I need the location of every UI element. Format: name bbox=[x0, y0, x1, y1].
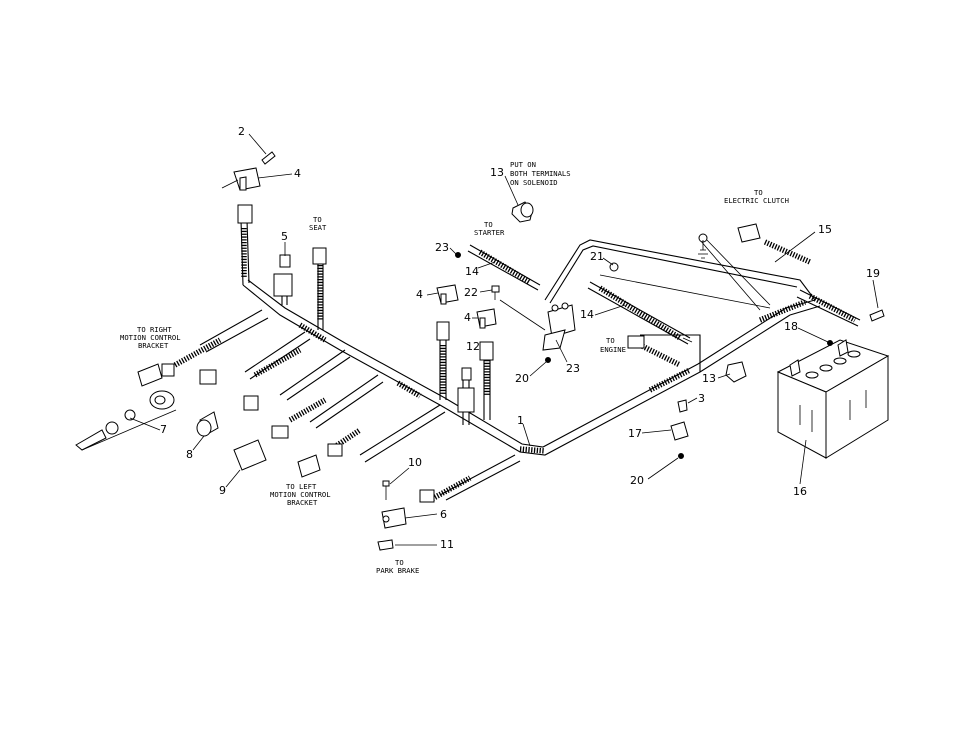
callout-13b: 13 bbox=[702, 372, 716, 385]
terminal-boot-13a bbox=[512, 202, 533, 222]
nut-23a bbox=[456, 253, 461, 258]
connector-center-b bbox=[480, 342, 493, 360]
connector-plug-left bbox=[200, 370, 216, 384]
callout-17: 17 bbox=[628, 427, 642, 440]
label-to-seat-2: SEAT bbox=[309, 223, 327, 232]
label-to-park-brake-2: PARK BRAKE bbox=[376, 566, 419, 575]
battery-16 bbox=[778, 340, 888, 458]
ground-terminals bbox=[698, 234, 708, 258]
label-to-engine-1: TO bbox=[606, 336, 615, 345]
connector-center-a bbox=[437, 322, 449, 340]
clamp-17 bbox=[671, 422, 688, 440]
callout-4a: 4 bbox=[294, 167, 301, 180]
callout-4c: 4 bbox=[464, 311, 471, 324]
nut-20b bbox=[679, 454, 684, 459]
switch-6 bbox=[382, 490, 434, 528]
callout-1: 1 bbox=[517, 414, 524, 427]
label-to-clutch-2: ELECTRIC CLUTCH bbox=[724, 196, 789, 205]
callout-6: 6 bbox=[440, 508, 447, 521]
bracket-11 bbox=[378, 540, 393, 550]
engine-connector bbox=[628, 336, 644, 348]
seat-connector bbox=[313, 248, 326, 264]
label-put-on-3: ON SOLENOID bbox=[510, 178, 558, 187]
callout-10: 10 bbox=[408, 456, 422, 469]
screw-10 bbox=[383, 481, 389, 500]
solenoid-23 bbox=[543, 303, 575, 350]
callout-11: 11 bbox=[440, 538, 454, 551]
screw-22 bbox=[492, 286, 499, 300]
label-to-starter-2: STARTER bbox=[474, 228, 505, 237]
callout-8: 8 bbox=[186, 448, 193, 461]
terminal-boot-13b bbox=[726, 362, 746, 382]
label-put-on-2: BOTH TERMINALS bbox=[510, 169, 571, 178]
screw-19 bbox=[870, 310, 884, 321]
text-labels: TO SEAT PUT ON BOTH TERMINALS ON SOLENOI… bbox=[120, 160, 789, 575]
relay-bracket-4b bbox=[437, 285, 458, 304]
fuse-5 bbox=[274, 255, 292, 296]
callout-13a: 13 bbox=[490, 166, 504, 179]
relay-bracket-4a bbox=[222, 168, 260, 190]
callout-20b: 20 bbox=[630, 474, 644, 487]
callout-12: 12 bbox=[466, 340, 480, 353]
callout-14b: 14 bbox=[580, 308, 594, 321]
callout-7: 7 bbox=[160, 423, 167, 436]
nut-20a bbox=[546, 358, 551, 363]
fuse-12 bbox=[458, 368, 474, 412]
hour-meter-8 bbox=[197, 396, 258, 436]
callout-2: 2 bbox=[238, 125, 245, 138]
connector-left-motion bbox=[298, 444, 342, 477]
callout-21: 21 bbox=[590, 250, 604, 263]
callout-23b: 23 bbox=[566, 362, 580, 375]
connector-top-left bbox=[238, 205, 252, 223]
callout-22: 22 bbox=[464, 286, 478, 299]
key-switch bbox=[76, 391, 176, 450]
callout-16: 16 bbox=[793, 485, 807, 498]
callout-15: 15 bbox=[818, 223, 832, 236]
callout-5: 5 bbox=[281, 230, 288, 243]
callout-23a: 23 bbox=[435, 241, 449, 254]
label-put-on-1: PUT ON bbox=[510, 160, 536, 169]
callout-19: 19 bbox=[866, 267, 880, 280]
screw-2 bbox=[262, 152, 275, 164]
label-to-left-3: BRACKET bbox=[287, 498, 318, 507]
callout-18: 18 bbox=[784, 320, 798, 333]
callout-20a: 20 bbox=[515, 372, 529, 385]
terminal-18 bbox=[828, 341, 833, 346]
relay-bracket-4c bbox=[477, 309, 496, 328]
label-to-engine-2: ENGINE bbox=[600, 345, 626, 354]
callout-9: 9 bbox=[219, 484, 226, 497]
label-to-right-3: BRACKET bbox=[138, 341, 169, 350]
callout-3: 3 bbox=[698, 392, 705, 405]
connector-right-motion bbox=[138, 364, 174, 386]
callout-14a: 14 bbox=[465, 265, 479, 278]
switch-9 bbox=[234, 426, 288, 470]
callout-4b: 4 bbox=[416, 288, 423, 301]
clutch-connector bbox=[738, 224, 760, 242]
callout-numbers: 2 4 5 13 23 14 4 22 4 12 20 23 21 14 15 … bbox=[160, 125, 880, 551]
bolt-3 bbox=[678, 400, 687, 412]
